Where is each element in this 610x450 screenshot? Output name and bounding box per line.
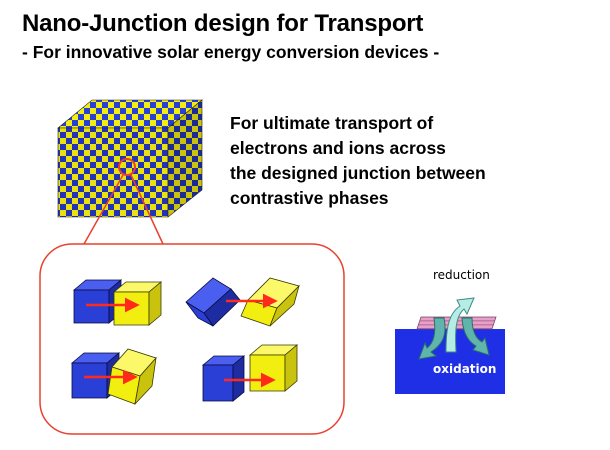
cube-pair-offset-icon: [201, 344, 299, 402]
description-line-1: For ultimate transport of: [230, 113, 434, 133]
page-subtitle: - For innovative solar energy conversion…: [22, 42, 440, 62]
description-line-4: contrastive phases: [230, 188, 389, 208]
description-line-2: electrons and ions across: [230, 138, 446, 158]
junction-description: For ultimate transport of electrons and …: [230, 111, 590, 211]
oxidation-arrow-right-icon: [461, 317, 490, 356]
cube-pair-edge-to-edge-icon: [185, 277, 300, 327]
page-title: Nano-Junction design for Transport: [22, 10, 424, 37]
checkerboard-block-icon: [57, 99, 203, 218]
cube-pair-face-to-edge-icon: [70, 348, 157, 406]
callout-line-left: [83, 174, 124, 245]
redox-illustration: [395, 297, 505, 394]
oxidation-label: oxidation: [433, 362, 497, 376]
reduction-label: reduction: [433, 268, 490, 282]
callout-line-right: [130, 174, 164, 245]
reduction-arrow-icon: [445, 297, 475, 353]
junction-callout-box: [39, 243, 345, 435]
zoom-marker-circle: [118, 158, 136, 176]
description-line-3: the designed junction between: [230, 163, 486, 183]
oxidation-arrow-left-icon: [418, 317, 446, 360]
cube-pair-face-to-face-icon: [72, 279, 163, 326]
